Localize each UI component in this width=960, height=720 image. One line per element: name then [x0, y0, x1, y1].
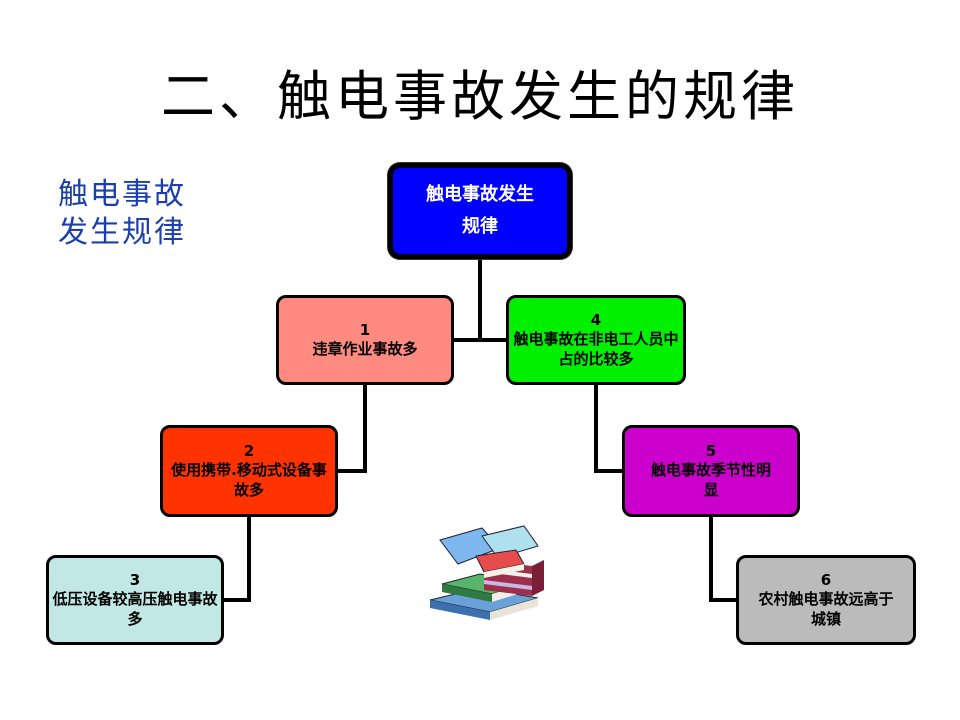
connector-1-2: [336, 383, 367, 473]
node-2-label: 使用携带.移动式设备事故多: [171, 461, 327, 499]
node-3-number: 3: [129, 571, 141, 589]
page-title: 二、触电事故发生的规律: [161, 65, 799, 128]
books-stack-icon: [429, 525, 544, 620]
node-5-number: 5: [705, 442, 717, 460]
root-node: 触电事故发生规律: [388, 163, 572, 259]
node-5: 5 触电事故季节性明显: [622, 425, 800, 517]
root-node-label: 触电事故发生规律: [426, 184, 534, 237]
subtitle: 触电事故 发生规律: [58, 176, 208, 252]
subtitle-line-1: 触电事故: [58, 177, 186, 212]
node-4-number: 4: [590, 311, 602, 329]
connector-4-5: [594, 383, 624, 473]
node-6-label: 农村触电事故远高于城镇: [758, 590, 894, 628]
node-5-label: 触电事故季节性明显: [650, 461, 771, 499]
node-3-label: 低压设备较高压触电事故多: [52, 590, 218, 628]
connector-2-3: [222, 515, 251, 602]
node-1-number: 1: [359, 321, 371, 339]
node-2-number: 2: [243, 442, 255, 460]
node-1: 1 违章作业事故多: [276, 295, 454, 385]
node-2: 2 使用携带.移动式设备事故多: [160, 425, 338, 517]
node-6: 6 农村触电事故远高于城镇: [736, 555, 916, 645]
node-4-label: 触电事故在非电工人员中占的比较多: [513, 330, 679, 368]
node-3: 3 低压设备较高压触电事故多: [46, 555, 224, 645]
node-4: 4 触电事故在非电工人员中占的比较多: [506, 295, 686, 385]
connector-5-6: [709, 515, 738, 602]
node-1-label: 违章作业事故多: [312, 340, 418, 358]
subtitle-line-2: 发生规律: [58, 215, 186, 250]
node-6-number: 6: [820, 571, 832, 589]
